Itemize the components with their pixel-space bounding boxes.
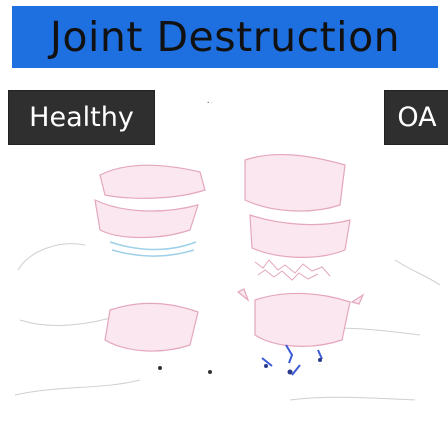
page-title: Joint Destruction [50, 13, 400, 61]
joint-illustration [0, 66, 448, 429]
oa-dark-markers [264, 358, 322, 375]
hand-outline [15, 244, 440, 400]
healthy-markers [158, 366, 212, 374]
oa-eroded-surface [255, 260, 330, 280]
healthy-upper-bone [95, 165, 205, 237]
oa-lower-bone [238, 289, 363, 346]
healthy-lower-bone [105, 303, 198, 351]
healthy-cartilage [110, 242, 196, 256]
title-banner: Joint Destruction [12, 6, 438, 68]
oa-upper-bone [245, 155, 350, 258]
